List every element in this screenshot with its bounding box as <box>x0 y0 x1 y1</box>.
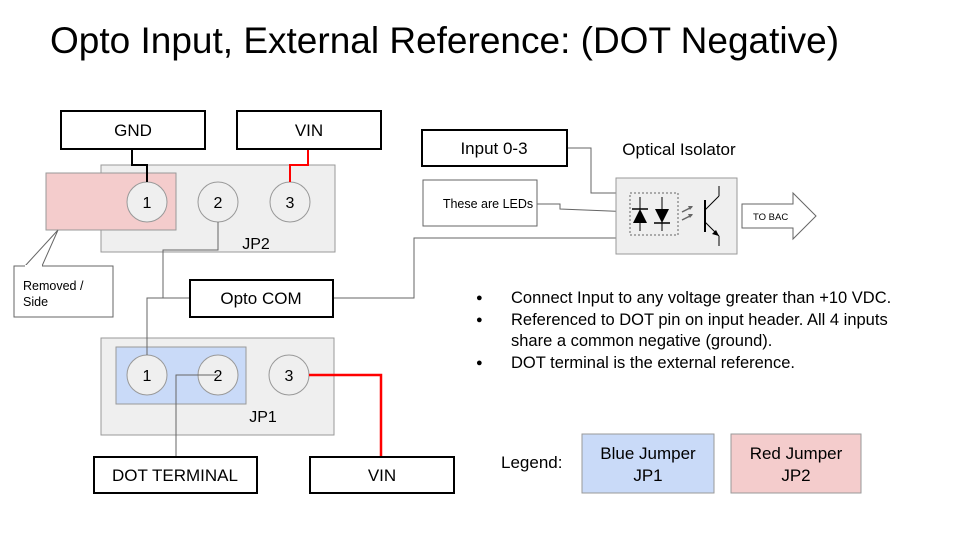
legend-blue-line-2: JP1 <box>633 466 662 485</box>
removed-callout-pointer <box>24 229 59 267</box>
vin-bottom-box <box>309 456 455 494</box>
led-callout <box>422 179 538 227</box>
legend-red-line-2: JP2 <box>781 466 810 485</box>
page-title: Opto Input, External Reference: (DOT Neg… <box>50 20 840 61</box>
legend-blue-swatch <box>581 433 715 494</box>
jp1-pin-1-label: 1 <box>143 368 152 385</box>
led-callout-label: These are LEDs <box>443 197 533 211</box>
jp1-label: JP1 <box>249 409 277 426</box>
to-bac-arrow: TO BAC <box>741 191 817 241</box>
removed-callout <box>13 265 114 318</box>
jp2-pin-2-label: 2 <box>214 195 223 212</box>
vin-top-box-label: VIN <box>295 121 323 140</box>
legend-blue-line-1: Blue Jumper <box>600 444 696 463</box>
jp2-pin-1-label: 1 <box>143 195 152 212</box>
vin-top-box <box>236 110 382 150</box>
led-callout-pointer <box>537 203 635 213</box>
legend-red-swatch <box>730 433 862 494</box>
dot-terminal-wire <box>175 374 218 457</box>
opto-com-to-jp1-wire <box>146 297 190 355</box>
optical-isolator-icon <box>615 177 738 255</box>
vin-top-wire <box>289 148 309 182</box>
gnd-box-label: GND <box>114 121 152 140</box>
note-item: Referenced to DOT pin on input header. A… <box>474 310 894 353</box>
to-bac-label: TO BAC <box>753 212 788 223</box>
input-box-label: Input 0-3 <box>460 139 527 158</box>
opto-com-box-label: Opto COM <box>220 289 301 308</box>
vin-bottom-wire <box>309 373 383 457</box>
dot-terminal-box-label: DOT TERMINAL <box>112 466 238 485</box>
legend-label: Legend: <box>501 453 563 472</box>
dot-terminal-box <box>93 456 258 494</box>
note-item: DOT terminal is the external reference. <box>474 353 894 375</box>
vin-bottom-box-label: VIN <box>368 466 396 485</box>
input-box <box>421 129 568 167</box>
jp2-label: JP2 <box>242 236 270 253</box>
note-item: Connect Input to any voltage greater tha… <box>474 288 894 310</box>
removed-callout-line-1: Removed / <box>23 279 84 293</box>
jp1-pin-3-label: 3 <box>285 368 294 385</box>
notes-list: Connect Input to any voltage greater tha… <box>474 288 894 374</box>
opto-com-box <box>189 279 334 318</box>
jp1-pin-2-label: 2 <box>214 368 223 385</box>
gnd-wire <box>131 149 148 182</box>
optical-isolator-title: Optical Isolator <box>622 140 736 159</box>
legend-red-line-1: Red Jumper <box>750 444 843 463</box>
removed-callout-line-2: Side <box>23 295 48 309</box>
gnd-box <box>60 110 206 150</box>
jp2-pin-3-label: 3 <box>286 195 295 212</box>
